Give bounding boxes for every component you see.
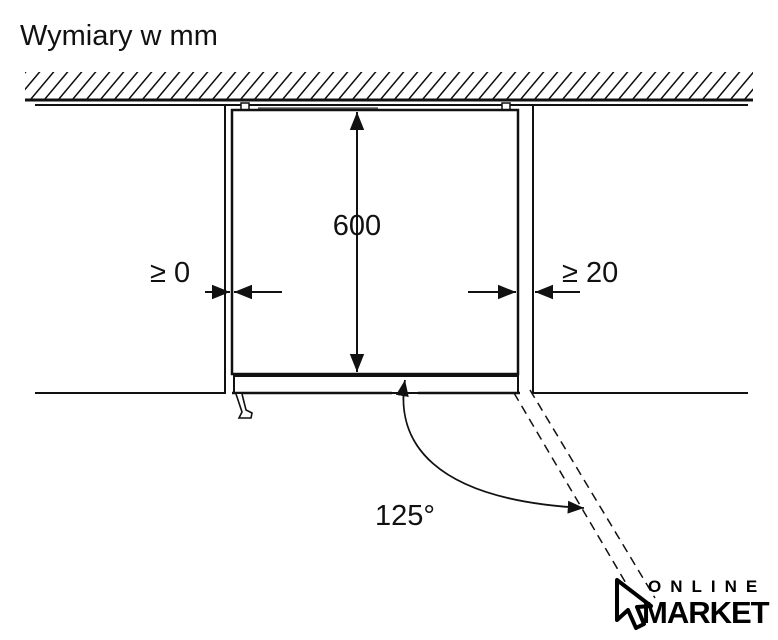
door-angle-arc: [395, 379, 585, 514]
door-angle-label: 125°: [375, 500, 435, 532]
depth-label: 600: [333, 210, 381, 242]
door-handle: [235, 393, 253, 419]
cursor-logo-icon: [615, 578, 653, 630]
right-gap-label: ≥ 20: [562, 257, 618, 289]
logo-line2: MARKET: [642, 595, 770, 630]
appliance-door: [232, 375, 520, 419]
online-market-logo: ONLINE MARKET: [612, 575, 772, 635]
appliance: [230, 102, 520, 376]
left-cabinet: [35, 105, 226, 394]
right-cabinet: [532, 105, 748, 394]
open-door-outline: [513, 389, 656, 603]
wall-hatching: [25, 72, 753, 99]
diagram-title: Wymiary w mm: [20, 20, 218, 52]
logo-line1: ONLINE: [648, 577, 767, 596]
left-gap-label: ≥ 0: [150, 257, 190, 289]
